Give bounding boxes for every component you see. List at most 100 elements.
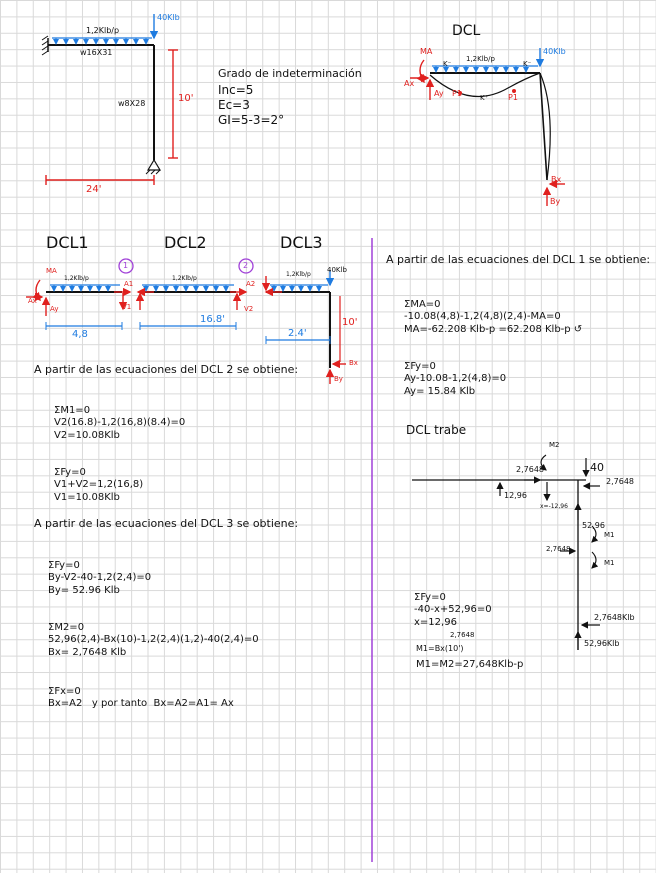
dcl-point-load-label: 40Klb [543,47,566,56]
dcl3-height-label: 10' [342,317,358,328]
eq-line: ΣFy=0 [54,466,86,478]
eq-line: MA=-62.208 Klb-p =62.208 Klb-p ↺ [404,323,583,335]
dcl2-v2-label: V2 [244,305,254,313]
eq-line: x=12,96 [414,616,457,628]
trabe-top-left-27648: 2,7648 [516,465,544,474]
trabe-m2-arrow [539,454,547,471]
dcl-ax-label: Ax [404,79,415,88]
dcl3-title: DCL3 [280,233,323,252]
pin-support-hatch [145,169,161,175]
dcl-bx-label: Bx [551,175,562,184]
eq-line: Ay= 15.84 Klb [404,385,476,397]
dcl-free-body [410,48,565,206]
dcl1-title: DCL1 [46,233,89,252]
dcl-inflection-point-right [512,89,516,93]
dcl-trabe [412,454,600,650]
trabe-title: DCL trabe [406,423,467,437]
left-heading-dcl2: A partir de las ecuaciones del DCL 2 se … [34,363,299,376]
fixed-support-hatch [41,35,49,56]
trabe-bottom-v-label: 52,96Klb [584,639,620,648]
trabe-m2-label: M2 [549,441,560,449]
trabe-right-27648: 2,7648 [606,477,634,486]
dcl1-load-label: 1,2Klb/p [64,275,89,282]
dcl3-by-label: By [334,375,343,383]
cut-circle-1-label: 1 [123,261,129,270]
trabe-bottom-h-label: 2,7648Klb [594,613,635,622]
trabe-force-40: 40 [590,461,604,474]
left-heading-dcl3: A partir de las ecuaciones del DCL 3 se … [34,517,299,530]
dcl1-ax-label: Ax [28,297,37,305]
dcl3-load-label: 1,2Klb/p [286,271,311,278]
dcl2-dim-label: 16.8' [200,314,226,325]
dcl-p1-left: P1 [452,89,462,98]
trabe-m1-arrow [591,525,599,543]
span-label: 24' [86,184,102,195]
eq-line: ΣFy=0 [404,360,436,372]
dcl-ay-label: Ay [434,89,444,98]
cut-circle-2 [238,258,254,274]
indeterminacy-line-1: Inc=5 [218,83,254,97]
dcl-column-deflected [539,72,551,181]
eq-line: Ay-10.08-1,2(4,8)=0 [404,373,507,384]
indeterminacy-line-3: GI=5-3=2° [218,113,285,127]
right-heading-dcl1: A partir de las ecuaciones del DCL 1 se … [386,253,651,266]
trabe-m1-lower-label: M1 [604,559,615,567]
indeterminacy-line-2: Ec=3 [218,98,250,112]
dcl-ma-label: MA [420,47,433,56]
trabe-5296-label: 52,96 [582,521,605,530]
eq-line: V1+V2=1,2(16,8) [54,479,144,490]
distributed-load-arrows [53,38,149,45]
dcl3-point-load-label: 40Klb [327,266,347,274]
beam-section-label: w16X31 [80,48,113,57]
eq-line: Bx= 2,7648 Klb [48,646,127,658]
column-section-label: w8X28 [118,99,146,108]
dcl1-dim-label: 4,8 [72,329,88,340]
dcl1-v1-label: V1 [122,303,132,311]
eq-line: -10.08(4,8)-1,2(4,8)(2,4)-MA=0 [404,311,561,322]
pin-support [146,158,162,171]
dcl2-title: DCL2 [164,233,207,252]
dcl123-diagrams [26,258,346,384]
eq-line: ΣM2=0 [48,621,85,633]
trabe-m1-label: M1 [604,531,615,539]
dcl3-bx-label: Bx [349,359,358,367]
trabe-m-line: M1=Bx(10') [416,644,464,653]
dcl-k-minus-right: K⁻ [523,60,532,68]
frame-structure [41,14,178,185]
eq-line: V1=10.08Klb [54,491,120,503]
eq-line: Bx=A2 y por tanto Bx=A2=A1= Ax [48,698,234,709]
dcl3-dim-label: 2.4' [288,328,307,339]
cut-circle-1 [118,258,134,274]
eq-line: V2(16.8)-1,2(16,8)(8.4)=0 [54,417,186,428]
dcl2-a2-label: A2 [246,280,256,288]
trabe-left-27648: 2,7648 [546,545,571,553]
dcl-k-plus: K⁺ [480,94,489,102]
dcl-p1-right: P1 [508,93,518,102]
trabe-m-result: M1=M2=27,648Klb-p [416,659,524,670]
cut-circle-2-label: 2 [243,261,249,270]
dcl-load-arrows [433,66,529,73]
trabe-x-label: x=-12,96 [540,503,568,510]
dcl1-ay-label: Ay [50,305,59,313]
eq-line: 52,96(2,4)-Bx(10)-1,2(2,4)(1,2)-40(2,4)=… [48,634,259,645]
trabe-m-note: 2,7648 [450,631,475,639]
dcl-inflection-point-left [458,91,462,95]
dcl1-a1-label: A1 [124,280,134,288]
dcl2-load-label: 1,2Klb/p [172,275,197,282]
trabe-1296-label: 12,96 [504,491,527,500]
eq-line: -40-x+52,96=0 [414,604,492,615]
eq-line: By-V2-40-1,2(2,4)=0 [48,572,152,583]
eq-line: ΣMA=0 [404,298,441,310]
eq-line: ΣFy=0 [48,559,80,571]
eq-line: ΣFx=0 [48,685,81,697]
beam-load-label: 1,2Klb/p [86,26,120,35]
indeterminacy-title: Grado de indeterminación [218,67,362,80]
